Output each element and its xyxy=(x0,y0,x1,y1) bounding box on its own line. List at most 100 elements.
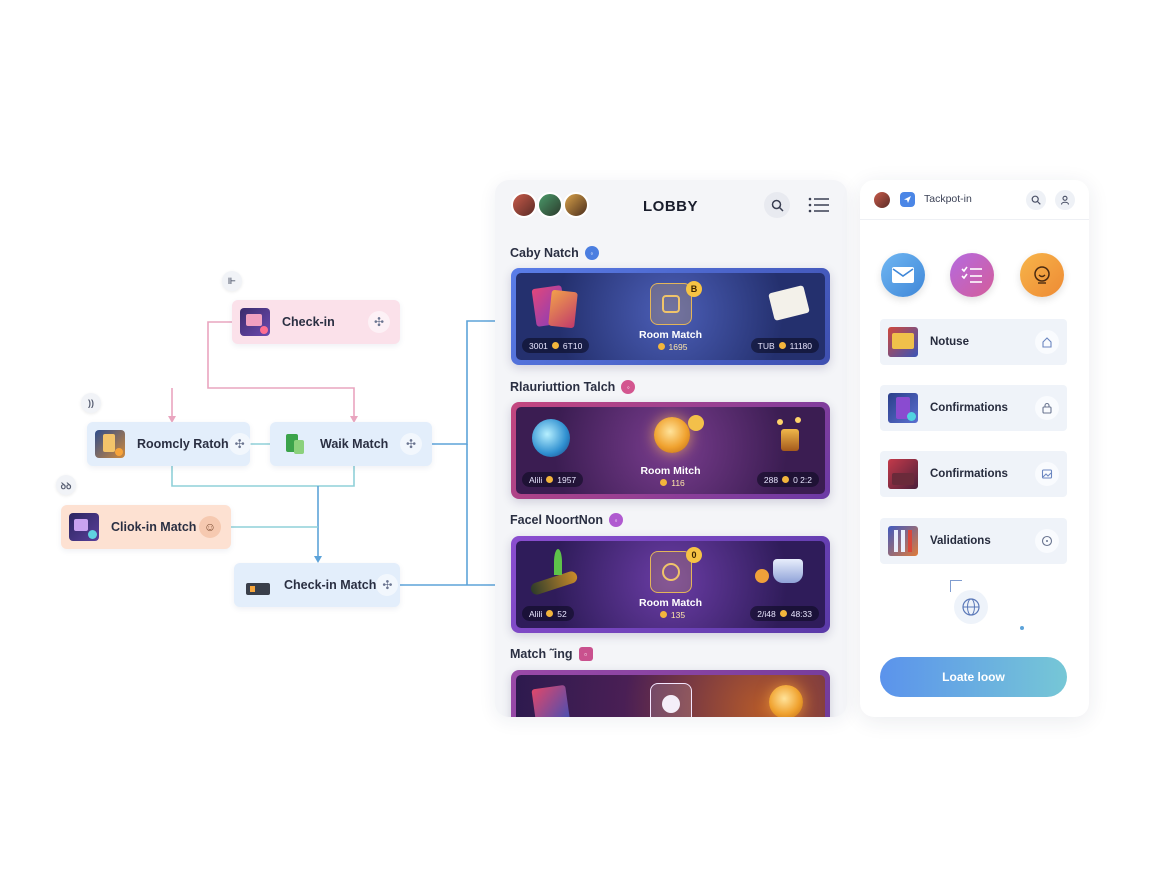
marker-icon: ꝺꝺ xyxy=(56,475,76,495)
emblem-badge xyxy=(688,415,704,431)
game-thumbnail-icon xyxy=(242,571,272,599)
section-title: Match ˜ing ▫ xyxy=(510,647,593,661)
checklist-icon[interactable] xyxy=(950,253,994,297)
game-thumbnail-icon xyxy=(888,459,918,489)
flow-node-cliokin[interactable]: Cliok-in Match ☺ xyxy=(61,505,231,549)
flow-node-checkinmatch[interactable]: Check-in Match ✣ xyxy=(234,563,400,607)
connector-merge xyxy=(171,466,355,487)
mug-art-icon xyxy=(773,559,803,583)
move-icon[interactable]: ✣ xyxy=(376,574,399,596)
card-subvalue: 116 xyxy=(516,478,825,488)
user-icon xyxy=(1060,195,1070,205)
globe-icon xyxy=(954,590,988,624)
section-badge-icon: ◦ xyxy=(609,513,624,527)
marker-icon: )) xyxy=(81,393,101,413)
search-button[interactable] xyxy=(764,192,790,218)
jackpot-header: Tackpot-in xyxy=(860,180,1089,220)
game-thumbnail-icon xyxy=(888,327,918,357)
leaf-icon xyxy=(554,549,562,575)
smile-icon[interactable]: ☺ xyxy=(199,516,221,538)
menu-item-label: Notuse xyxy=(930,336,969,348)
avatar[interactable] xyxy=(537,192,563,218)
avatar[interactable] xyxy=(872,190,892,210)
menu-item-confirmations[interactable]: Confirmations xyxy=(880,385,1067,431)
game-thumbnail-icon xyxy=(240,308,270,336)
search-icon xyxy=(1031,195,1041,205)
lock-icon[interactable] xyxy=(1035,396,1059,420)
menu-item-validations[interactable]: Validations xyxy=(880,518,1067,564)
menu-icon[interactable] xyxy=(808,197,830,213)
menu-item-label: Validations xyxy=(930,535,991,547)
corner-marker-icon xyxy=(950,580,962,592)
panel-title: Tackpot-in xyxy=(924,193,972,205)
section-title: Rlauriuttion Talch ◦ xyxy=(510,380,636,394)
flow-node-checkin[interactable]: Check-in ✣ xyxy=(232,300,400,344)
arrowhead xyxy=(314,556,322,563)
user-button[interactable] xyxy=(1055,190,1075,210)
mail-icon[interactable] xyxy=(881,253,925,297)
move-icon[interactable]: ✣ xyxy=(228,433,251,455)
game-thumbnail-icon xyxy=(69,513,99,541)
card-art-icon xyxy=(548,289,578,329)
menu-item-label: Confirmations xyxy=(930,468,1008,480)
flow-node-label: Roomcly Ratoh xyxy=(137,437,229,451)
flow-node-waik[interactable]: Waik Match ✣ xyxy=(270,422,432,466)
section-title-text: Facel NoortNon xyxy=(510,513,604,527)
flow-node-label: Cliok-in Match xyxy=(111,520,197,534)
search-icon xyxy=(771,199,784,212)
card-title: Room Match xyxy=(639,597,702,609)
room-emblem-icon xyxy=(649,283,692,325)
move-icon[interactable]: ✣ xyxy=(400,433,422,455)
menu-item-label: Confirmations xyxy=(930,402,1008,414)
move-icon[interactable]: ✣ xyxy=(368,311,390,333)
game-thumbnail-icon xyxy=(278,430,308,458)
globe-art-icon xyxy=(532,419,570,457)
support-icon[interactable] xyxy=(1020,253,1064,297)
flow-node-label: Waik Match xyxy=(320,437,389,451)
game-thumbnail-icon xyxy=(888,393,918,423)
dot-icon xyxy=(1020,626,1024,630)
cards-icon xyxy=(768,285,810,321)
avatar[interactable] xyxy=(511,192,537,218)
game-thumbnail-icon xyxy=(95,430,125,458)
menu-item-confirmations-2[interactable]: Confirmations xyxy=(880,451,1067,497)
info-icon[interactable] xyxy=(1035,529,1059,553)
emblem-badge: B xyxy=(686,281,702,297)
flow-node-roomcly[interactable]: Roomcly Ratoh ✣ xyxy=(87,422,251,466)
send-icon xyxy=(900,192,915,207)
card-subvalue: 1695 xyxy=(516,342,825,352)
coin-art-icon xyxy=(654,417,690,453)
coin-art-icon xyxy=(769,685,803,717)
avatar[interactable] xyxy=(563,192,589,218)
card-title: Room Match xyxy=(639,329,702,341)
search-button[interactable] xyxy=(1026,190,1046,210)
section-badge-icon: ◦ xyxy=(584,246,599,260)
game-card[interactable] xyxy=(511,670,830,717)
room-emblem-icon xyxy=(649,551,692,593)
game-thumbnail-icon xyxy=(888,526,918,556)
section-title-text: Match ˜ing xyxy=(510,647,573,661)
section-title: Caby Natch ◦ xyxy=(510,246,599,260)
home-icon[interactable] xyxy=(1035,330,1059,354)
trophy-art-icon xyxy=(777,417,803,453)
card-subvalue: 135 xyxy=(516,610,825,620)
image-icon[interactable] xyxy=(1035,462,1059,486)
room-emblem-icon xyxy=(649,683,692,717)
flow-node-label: Check-in xyxy=(282,315,335,329)
card-art-icon xyxy=(531,684,571,717)
menu-item-notuse[interactable]: Notuse xyxy=(880,319,1067,365)
coin-art-icon xyxy=(755,569,769,583)
flow-node-label: Check-in Match xyxy=(284,578,377,592)
primary-action-button[interactable]: Loate loow xyxy=(880,657,1067,697)
section-title: Facel NoortNon ◦ xyxy=(510,513,624,527)
lobby-panel: LOBBY Caby Natch ◦ B Room Match 1695 300… xyxy=(495,180,847,717)
